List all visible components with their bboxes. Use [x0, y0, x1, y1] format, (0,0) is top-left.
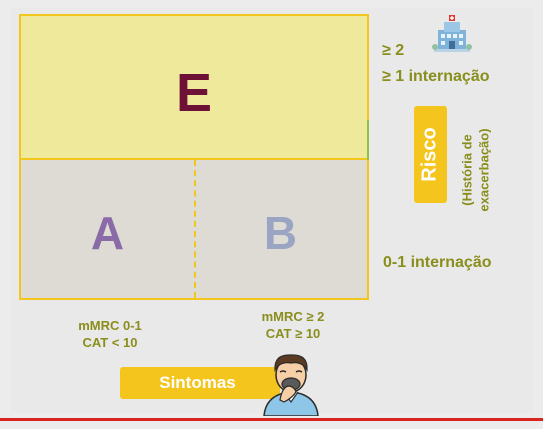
gold-matrix: E A B	[19, 14, 369, 300]
symptoms-low-criteria: mMRC 0-1 CAT < 10	[60, 317, 160, 351]
history-line-1: (História de	[460, 134, 475, 206]
bottom-red-line	[0, 418, 543, 421]
cat-high: CAT ≥ 10	[265, 326, 321, 341]
history-line-2: exacerbação)	[477, 128, 492, 212]
high-risk-hospitalization: ≥ 1 internação	[382, 68, 490, 85]
symptoms-label-pill	[120, 367, 280, 399]
hospital-icon	[432, 14, 472, 54]
symptoms-high-criteria: mMRC ≥ 2 CAT ≥ 10	[238, 308, 348, 342]
risk-label-text: Risco	[419, 127, 441, 182]
risk-label-pill	[414, 106, 447, 203]
mmrc-low: mMRC 0-1	[78, 318, 142, 333]
group-a-letter: A	[90, 207, 125, 259]
group-e-letter: E	[175, 63, 213, 123]
low-risk-hospitalization: 0-1 internação	[383, 254, 492, 271]
high-risk-exacerbations: ≥ 2	[382, 42, 405, 59]
exacerbation-history-label: (História de exacerbação)	[452, 104, 500, 236]
symptoms-label: Sintomas	[159, 373, 236, 392]
mmrc-high: mMRC ≥ 2	[261, 309, 325, 324]
cat-low: CAT < 10	[82, 335, 138, 350]
coughing-person-icon	[258, 348, 324, 417]
risk-label: Risco	[414, 106, 447, 203]
ab-divider	[194, 160, 196, 298]
group-b-letter: B	[263, 207, 298, 259]
cell-edge-accent	[367, 120, 369, 160]
group-e-cell	[21, 16, 369, 160]
